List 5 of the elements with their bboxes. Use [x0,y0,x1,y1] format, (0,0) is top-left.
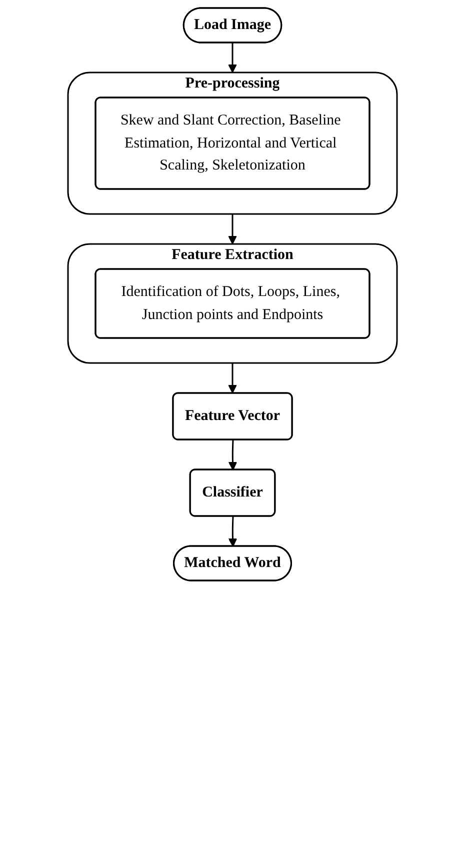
arrow [228,363,237,394]
arrow [228,440,238,470]
arrow [228,42,237,73]
arrow [228,214,237,244]
arrow [228,516,238,547]
